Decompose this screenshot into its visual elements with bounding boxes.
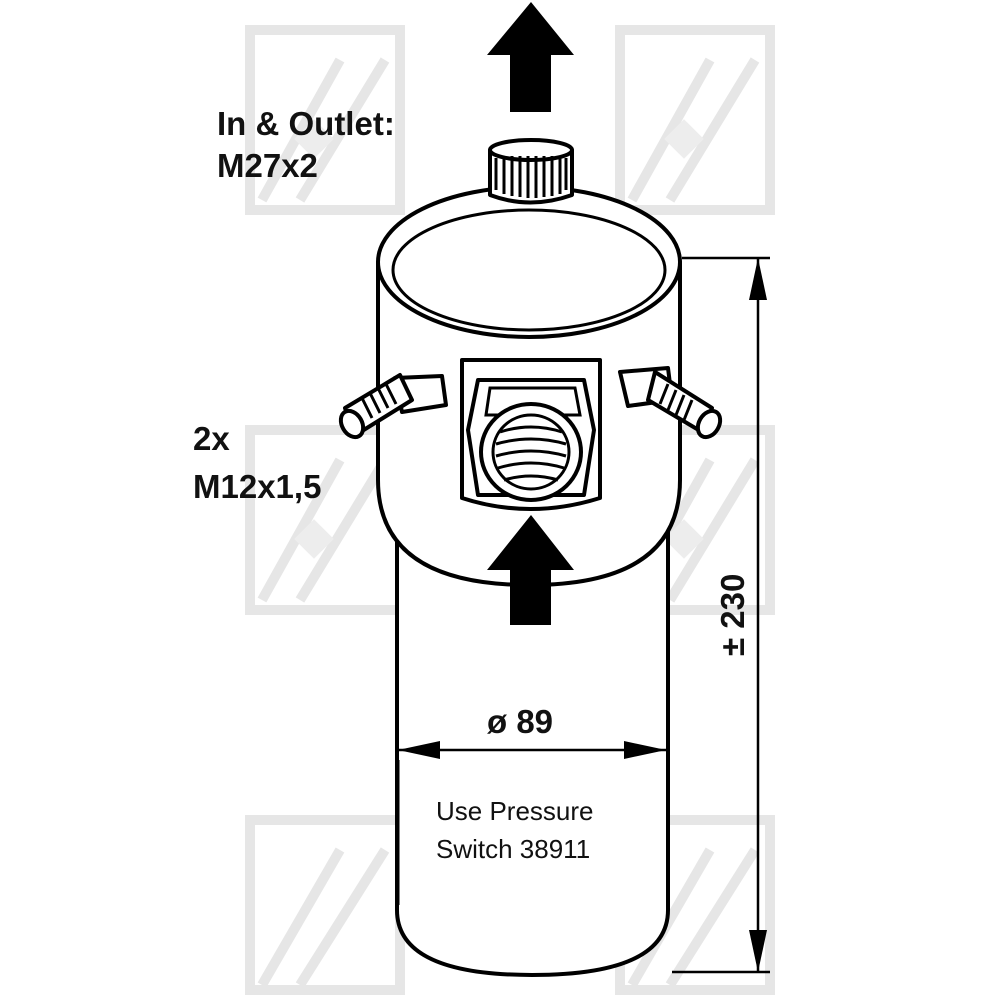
- height-dimension: [672, 256, 770, 974]
- right-side-port: [618, 366, 723, 440]
- note-line2: Switch 38911: [436, 834, 590, 864]
- inflow-arrow: [487, 515, 574, 625]
- left-side-port: [338, 373, 448, 440]
- height-label: ± 230: [714, 574, 751, 656]
- inlet-label-line1: In & Outlet:: [217, 105, 395, 142]
- side-ports-label-line2: M12x1,5: [193, 468, 321, 505]
- watermark-tile: [615, 25, 775, 215]
- watermark-pattern: [245, 25, 775, 995]
- watermark-tile: [245, 815, 405, 995]
- diameter-dimension: [398, 741, 666, 759]
- diameter-label: ø 89: [487, 703, 553, 740]
- center-port-boss: [460, 358, 602, 511]
- note-line1: Use Pressure: [436, 796, 594, 826]
- inlet-label-line2: M27x2: [217, 147, 318, 184]
- top-outlet-fitting: [488, 138, 574, 205]
- watermark-tile: [245, 425, 405, 615]
- outflow-arrow: [487, 2, 574, 112]
- side-ports-label-line1: 2x: [193, 420, 230, 457]
- drier-body: [395, 518, 670, 977]
